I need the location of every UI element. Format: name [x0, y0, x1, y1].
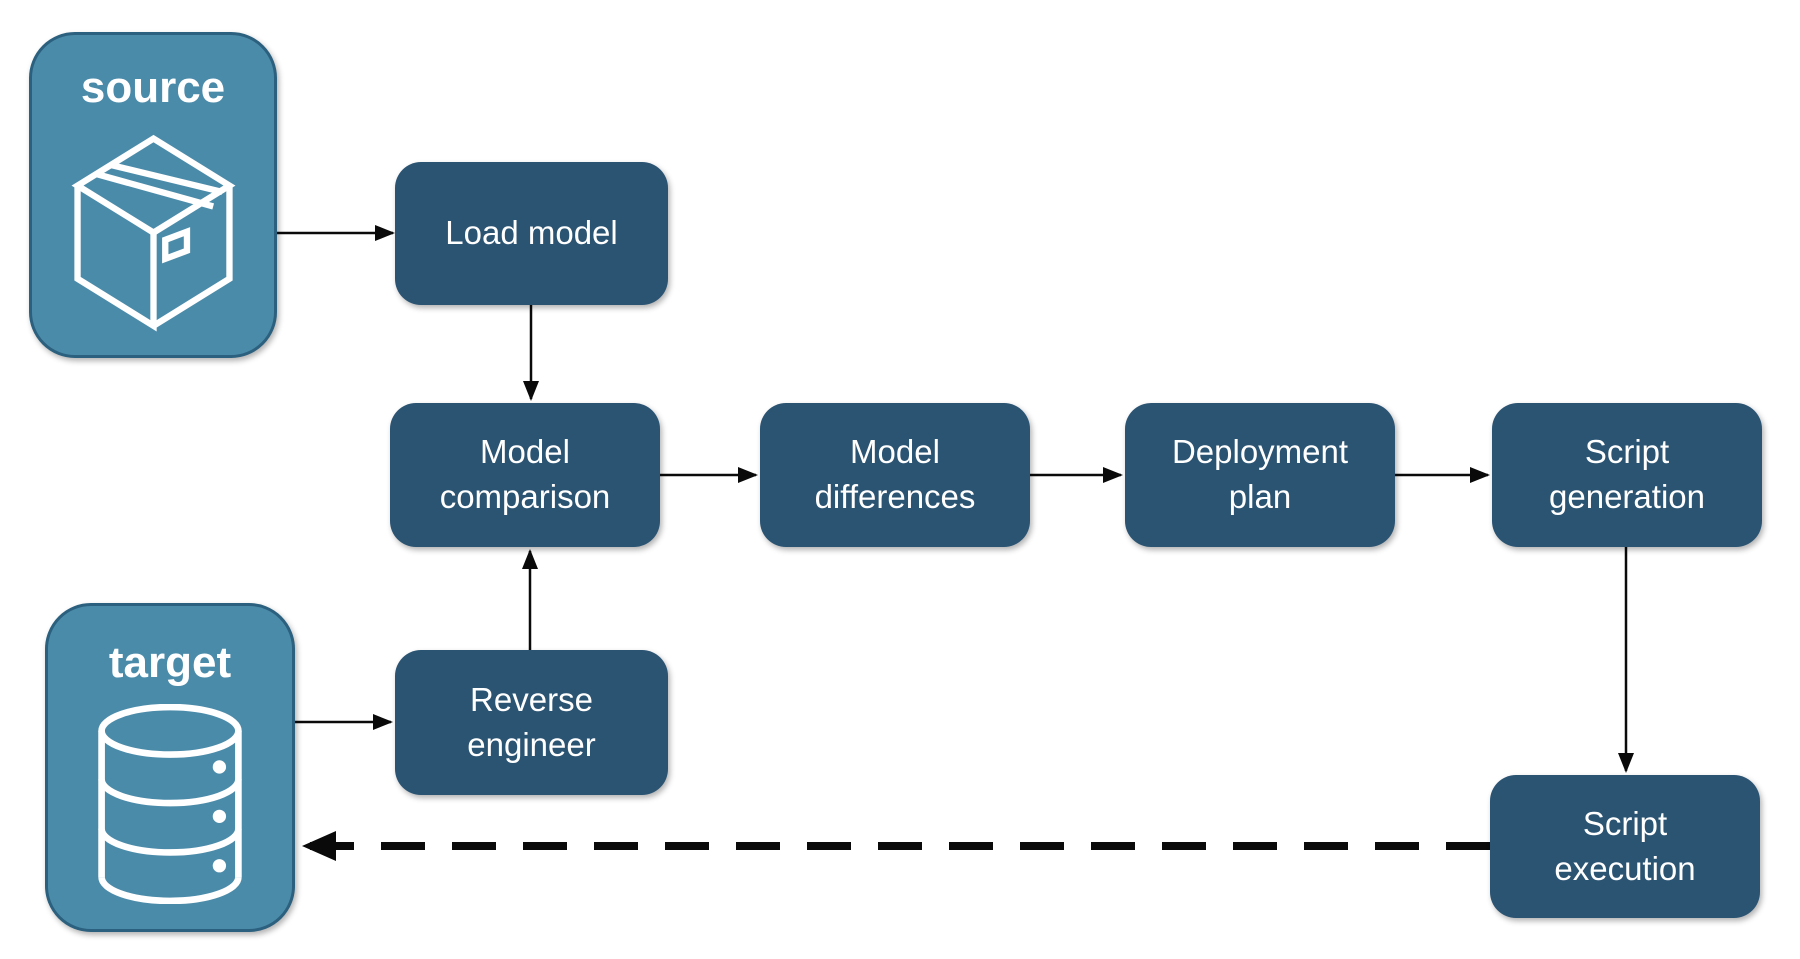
endpoint-target-label: target	[108, 638, 232, 687]
node-label: Load model	[445, 214, 618, 252]
node-label: Reverse engineer	[467, 680, 596, 763]
node-script-generation: Script generation	[1492, 403, 1762, 547]
node-deployment-plan: Deployment plan	[1125, 403, 1395, 547]
node-reverse-engineer: Reverse engineer	[395, 650, 668, 795]
endpoint-source-label: source	[80, 63, 226, 112]
node-model-comparison: Model comparison	[390, 403, 660, 547]
node-model-differences: Model differences	[760, 403, 1030, 547]
node-label: Script execution	[1554, 804, 1696, 887]
endpoint-target: target	[45, 603, 295, 932]
node-label: Model differences	[814, 433, 976, 515]
package-icon	[61, 113, 246, 355]
node-load-model: Load model	[395, 162, 668, 305]
endpoint-source: source	[29, 32, 277, 358]
node-script-execution: Script execution	[1490, 775, 1760, 918]
node-label: Script generation	[1549, 433, 1705, 515]
node-label: Model comparison	[439, 433, 611, 515]
node-label: Deployment plan	[1171, 433, 1349, 515]
database-icon	[94, 688, 246, 929]
